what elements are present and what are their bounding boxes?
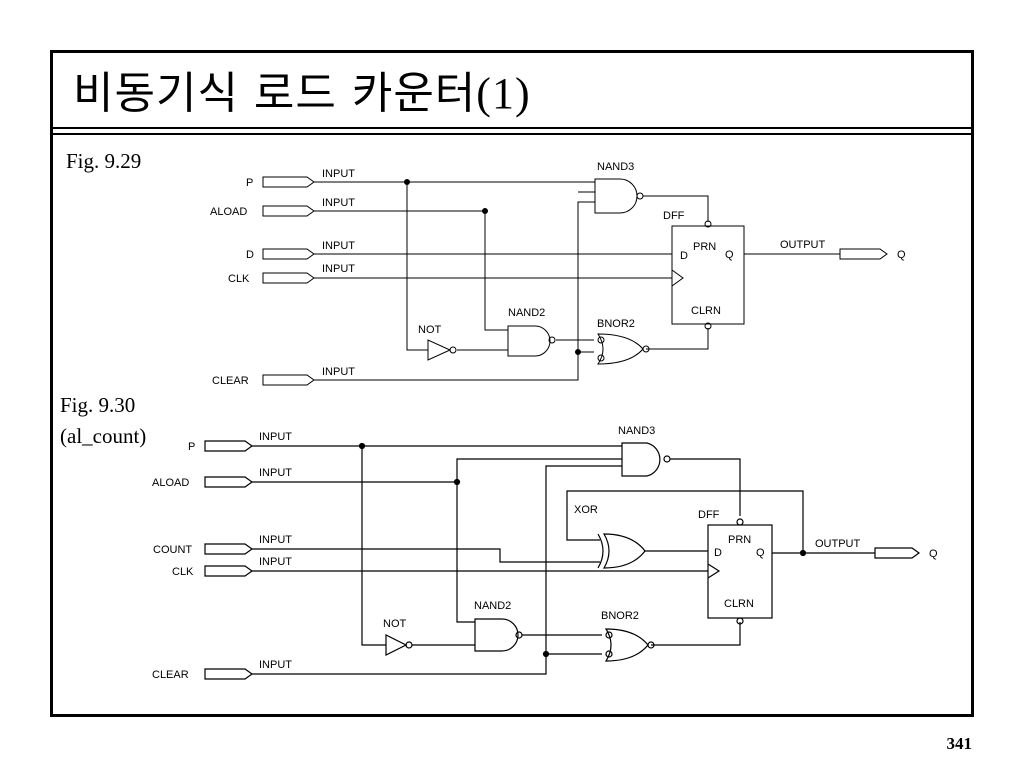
fig2-wire-nand3-out [670,458,741,516]
fig1-nand3-gate [578,178,644,214]
fig2-not-gate [385,634,413,656]
slide-title-suffix: (1) [476,69,531,118]
fig2-dff-d: D [714,547,722,559]
fig1-input-label-d: INPUT [322,240,355,252]
fig1-input-label-aload: INPUT [322,197,355,209]
fig1-nand2-gate [507,325,556,357]
fig2-pin-q-symbol [874,547,921,559]
slide-frame: 비동기식 로드 카운터(1) [50,50,974,717]
fig1-wire-aload [314,210,508,331]
title-bar: 비동기식 로드 카운터(1) [53,53,971,127]
fig1-q-pin-label: Q [897,249,906,261]
fig2-q-pin-label: Q [929,548,938,560]
fig2-input-label-aload: INPUT [259,467,292,479]
fig1-dff-q: Q [725,249,734,261]
fig2-label-line2: (al_count) [60,424,147,448]
fig1-nand2-label: NAND2 [508,307,545,319]
fig2-input-label-p: INPUT [259,431,292,443]
title-divider-top [53,127,971,129]
fig1-pin-aload-label: ALOAD [210,206,247,218]
fig2-xor-gate [597,533,646,569]
fig2-wire-bnor2-out [651,622,741,646]
fig1-pin-clk-label: CLK [228,273,250,285]
fig1-pin-clear-label: CLEAR [212,375,249,387]
fig2-labels: P ALOAD COUNT CLK CLEAR INPUT INPUT INPU… [152,425,938,681]
fig2-wire-q-feedback [566,490,875,554]
fig1-pin-p-symbol [262,176,315,188]
fig1-dff-label: DFF [663,210,685,222]
fig2-bnor2-gate [604,628,655,662]
fig2-label: Fig. 9.30 (al_count) [60,390,146,452]
fig1-nand3-label: NAND3 [597,161,634,173]
fig2-dff-clrn: CLRN [724,598,754,610]
fig1-circuit [262,176,888,386]
fig2-pin-p-symbol [204,440,254,452]
fig1-pin-q-symbol [839,248,888,260]
fig2-dff-prn: PRN [728,534,751,546]
fig1-wire-nand3-out [643,195,709,222]
fig2-pin-clk-label: CLK [172,566,194,578]
fig1-pin-aload-symbol [262,205,315,217]
page-number: 341 [946,734,973,753]
fig1-input-label-clear: INPUT [322,366,355,378]
fig1-pin-clk-symbol [262,272,315,284]
fig2-wire-aload [252,458,622,623]
fig2-pin-count-symbol [204,543,254,555]
fig1-label: Fig. 9.29 [66,149,142,173]
fig1-not-gate [427,339,457,361]
fig2-wire-count [252,548,600,563]
fig1-wire-p [314,181,595,351]
fig2-dff-label: DFF [698,509,720,521]
fig2-wire-clear [252,465,622,675]
fig1-dff-d: D [680,250,688,262]
fig2-pin-count-label: COUNT [153,544,192,556]
fig2-wire-p [252,445,622,646]
fig2-circuit [204,440,921,680]
fig2-pin-clk-symbol [204,565,254,577]
fig1-not-label: NOT [418,324,442,336]
fig2-nand2-gate [474,618,523,652]
fig2-nand3-gate [621,442,671,477]
fig1-output-label: OUTPUT [780,239,826,251]
fig2-input-label-clear: INPUT [259,659,292,671]
fig2-not-label: NOT [383,618,407,630]
fig2-output-label: OUTPUT [815,538,861,550]
fig1-input-label-p: INPUT [322,168,355,180]
slide-title: 비동기식 로드 카운터(1) [73,57,531,121]
fig1-bnor2-gate [578,333,650,365]
fig1-pin-d-label: D [246,249,254,261]
fig2-xor-label: XOR [574,504,598,516]
fig2-pin-aload-label: ALOAD [152,477,189,489]
fig1-wire-bnor2-out [646,328,709,350]
fig2-pin-clear-symbol [204,668,254,680]
slide-title-korean: 비동기식 로드 카운터 [73,68,477,119]
fig1-pin-d-symbol [262,248,315,260]
fig1-pin-p-label: P [246,177,253,189]
fig1-wire-clear [314,201,595,381]
fig2-dff [707,518,773,625]
fig2-input-label-count: INPUT [259,534,292,546]
fig2-bnor2-label: BNOR2 [601,610,639,622]
fig2-input-label-clk: INPUT [259,556,292,568]
fig1-dff [671,220,745,330]
fig2-dff-q: Q [756,547,765,559]
title-divider-bottom [53,133,971,135]
fig2-pin-aload-symbol [204,476,254,488]
fig2-nand3-label: NAND3 [618,425,655,437]
fig2-label-line1: Fig. 9.30 [60,393,136,417]
fig1-dff-clrn: CLRN [691,305,721,317]
fig1-labels: P ALOAD D CLK CLEAR INPUT INPUT INPUT IN… [210,161,906,387]
fig2-pin-p-label: P [188,441,195,453]
fig2-pin-clear-label: CLEAR [152,669,189,681]
fig1-input-label-clk: INPUT [322,263,355,275]
fig1-bnor2-label: BNOR2 [597,318,635,330]
fig1-pin-clear-symbol [262,374,315,386]
fig1-dff-prn: PRN [693,241,716,253]
fig2-nand2-label: NAND2 [474,600,511,612]
